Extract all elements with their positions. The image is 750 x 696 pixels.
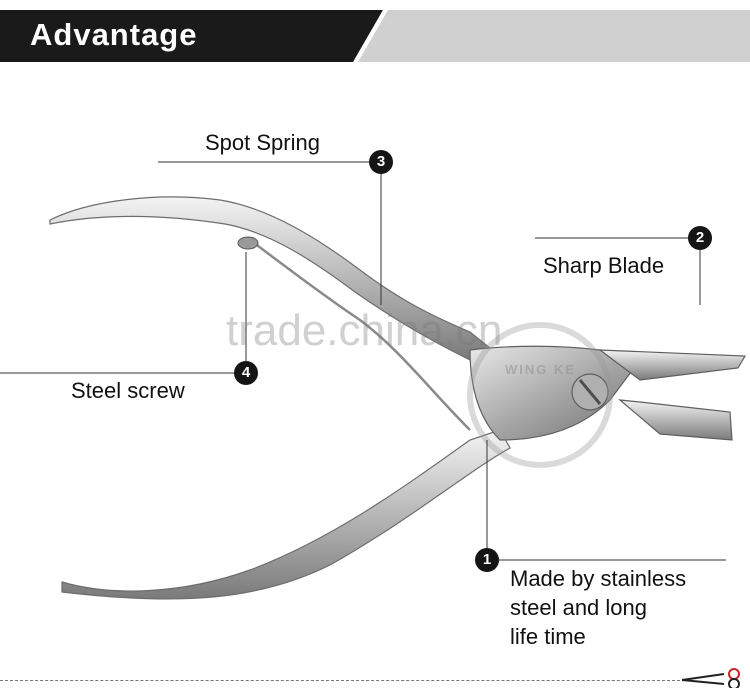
watermark-text: trade.china.cn xyxy=(226,306,503,355)
callout-label-steel-screw: Steel screw xyxy=(71,378,185,403)
callout-number-3: 3 xyxy=(369,150,393,174)
callout-number-4: 4 xyxy=(234,361,258,385)
callout-description-line-3: life time xyxy=(510,624,586,649)
scissors-icon xyxy=(681,668,740,688)
callout-label-spot-spring: Spot Spring xyxy=(205,130,320,155)
header-title: Advantage xyxy=(30,17,198,52)
callout-description: Made by stainless steel and long life ti… xyxy=(510,564,686,651)
callout-label-sharp-blade: Sharp Blade xyxy=(543,253,665,278)
callout-description-line-1: Made by stainless xyxy=(510,566,687,591)
footer-divider xyxy=(0,680,680,681)
header-banner xyxy=(0,10,750,62)
watermark-logo-text: WING KE xyxy=(505,362,577,377)
section-header: Advantage xyxy=(0,10,750,62)
callout-description-line-2: steel and long xyxy=(510,595,647,620)
callout-number-2: 2 xyxy=(688,226,712,250)
callout-number-1: 1 xyxy=(475,548,499,572)
